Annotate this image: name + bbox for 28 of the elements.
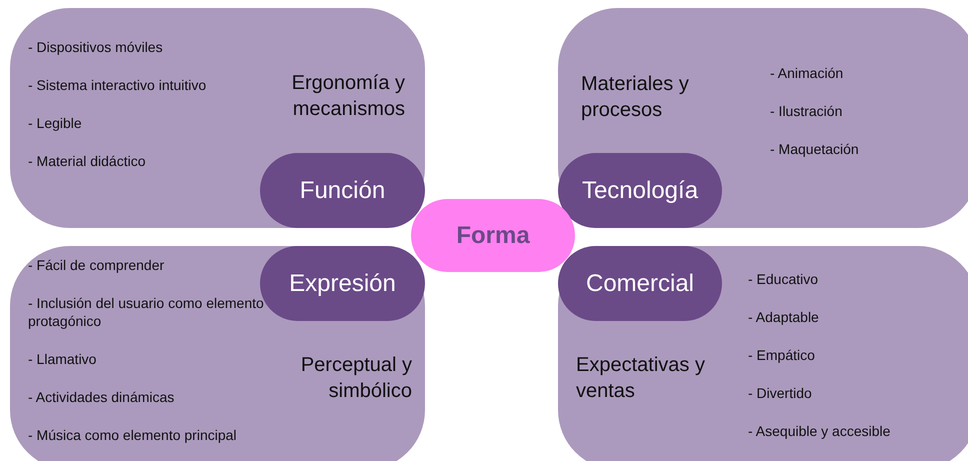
list-item: - Material didáctico — [28, 152, 146, 170]
list-item: - Ilustración — [770, 102, 844, 120]
list-item: - Dispositivos móviles — [28, 38, 164, 56]
list-item: - Fácil de comprender — [28, 256, 166, 274]
list-item: - Música como elemento principal — [28, 426, 238, 444]
category-pill: Tecnología — [558, 153, 722, 228]
list-item: - Educativo — [748, 270, 820, 288]
panel-heading: Perceptual y simbólico — [300, 353, 412, 404]
rounded-panel — [558, 246, 968, 461]
list-item: - Maquetación — [770, 140, 860, 158]
category-pill: Comercial — [558, 246, 722, 321]
list-item: - Llamativo — [28, 350, 98, 368]
list-item: - Animación — [770, 64, 844, 82]
category-pill: Función — [260, 153, 425, 228]
list-item: - Empático — [748, 346, 816, 364]
list-item: - Sistema interactivo intuitivo — [28, 76, 208, 94]
rounded-panel — [10, 246, 425, 461]
list-item: - Asequible y accesible — [748, 422, 892, 440]
list-item: - Adaptable — [748, 308, 820, 326]
panel-heading: Expectativas y ventas — [576, 353, 706, 404]
list-item: - Legible — [28, 114, 83, 132]
panel-heading: Materiales y procesos — [581, 72, 690, 123]
panel-heading: Ergonomía y mecanismos — [290, 71, 405, 122]
list-item: - Divertido — [748, 384, 813, 402]
rounded-panel — [558, 8, 968, 228]
list-item: - Actividades dinámicas — [28, 388, 176, 406]
rounded-panel — [10, 8, 425, 228]
central-pill: Forma — [411, 199, 575, 272]
